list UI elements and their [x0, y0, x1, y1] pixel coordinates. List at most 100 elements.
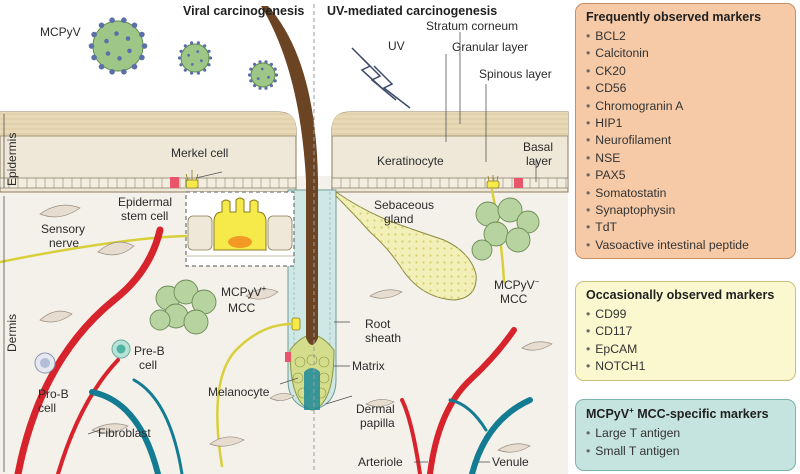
- dermal-papilla-label-1: Dermal: [356, 402, 395, 416]
- virion-spike: [260, 67, 264, 71]
- merkel-cell-right-icon: [486, 175, 500, 189]
- sensory-nerve-label-1: Sensory: [41, 222, 85, 236]
- epidermis-side-label: Epidermis: [5, 133, 19, 186]
- virion-spike: [249, 67, 253, 71]
- occasional-markers-title: Occasionally observed markers: [586, 288, 775, 302]
- frequent-marker-item: CK20: [586, 63, 785, 80]
- basal-layer: [0, 177, 569, 189]
- pro-b-cell-icon: [34, 352, 56, 374]
- virion-spike: [267, 75, 270, 79]
- frequent-marker-item: Neurofilament: [586, 132, 785, 149]
- virion-spike: [131, 63, 138, 70]
- frequent-marker-item: Calcitonin: [586, 45, 785, 62]
- keratinocyte-label: Keratinocyte: [377, 154, 444, 168]
- virion-spike: [179, 63, 183, 67]
- specific-markers-list: Large T antigenSmall T antigen: [586, 425, 785, 460]
- granular-layer-label: Granular layer: [452, 40, 528, 54]
- pre-b-cell-label-2: cell: [139, 358, 157, 372]
- frequent-marker-item: NSE: [586, 150, 785, 167]
- venule-label: Venule: [492, 455, 529, 469]
- frequent-marker-item: HIP1: [586, 115, 785, 132]
- virion-spike: [98, 22, 105, 29]
- virion-spike: [274, 73, 279, 77]
- virion-capsid: [92, 20, 144, 72]
- virion-spike: [253, 84, 257, 88]
- frequent-marker-item: BCL2: [586, 28, 785, 45]
- stem-cell-right-shape: [514, 178, 523, 188]
- virion-spike: [105, 51, 111, 56]
- virion-spike: [104, 38, 109, 44]
- virion-capsid: [250, 62, 276, 88]
- pro-b-cell-label-1: Pro-B: [38, 387, 69, 401]
- frequent-marker-item: Vasoactive intestinal peptide: [586, 237, 785, 254]
- virion-spike: [109, 17, 115, 24]
- virion-spike: [200, 59, 203, 63]
- mcpyv-positive-mcc-label-2: MCC: [228, 301, 256, 315]
- virion-spike: [264, 60, 268, 64]
- virion-spike: [121, 69, 127, 75]
- merkel-cell-inset: [185, 191, 295, 267]
- dermal-papilla-label-2: papilla: [360, 416, 395, 430]
- root-sheath-label-1: Root: [365, 317, 391, 331]
- mcpyv-label: MCPyV: [40, 25, 81, 39]
- virion-spike: [190, 41, 194, 45]
- frequent-marker-item: Chromogranin A: [586, 98, 785, 115]
- sebaceous-gland-label-2: gland: [384, 212, 413, 226]
- virion-spike: [179, 49, 183, 53]
- hair-shaft: [261, 6, 318, 345]
- leader-lines: [87, 32, 537, 463]
- virion-spike: [121, 17, 127, 24]
- frequent-marker-item: TdT: [586, 219, 785, 236]
- right-epidermis: [331, 111, 569, 193]
- virion-spike: [139, 54, 145, 61]
- uv-label: UV: [388, 39, 405, 53]
- virion-spike: [88, 43, 95, 49]
- specific-marker-item: Large T antigen: [586, 425, 785, 442]
- virion-spike: [264, 86, 268, 90]
- virion-spike: [196, 50, 200, 53]
- mcpyv-negative-mcc-label-2: MCC: [500, 292, 528, 306]
- occasional-marker-item: CD99: [586, 306, 785, 323]
- specific-marker-item: Small T antigen: [586, 443, 785, 460]
- mcpyv-negative-mcc-label-1: MCPyV−: [494, 277, 540, 292]
- stratum-corneum-label: Stratum corneum: [426, 19, 518, 33]
- virion-spike: [207, 49, 211, 53]
- dermal-papilla: [304, 368, 320, 410]
- viral-carcinogenesis-title: Viral carcinogenesis: [183, 4, 304, 18]
- sebaceous-gland-label-1: Sebaceous: [374, 198, 434, 212]
- pre-b-cell-icon: [111, 339, 131, 359]
- virion-spike: [269, 62, 273, 66]
- virion-spike: [253, 62, 257, 66]
- frequent-marker-item: CD56: [586, 80, 785, 97]
- uv-carcinogenesis-title: UV-mediated carcinogenesis: [327, 4, 497, 18]
- virion-spike: [258, 86, 262, 90]
- virion-spike: [196, 41, 200, 45]
- virion-spike: [196, 71, 200, 75]
- virion-spike: [249, 79, 253, 83]
- pro-b-cell-label-2: cell: [38, 401, 56, 415]
- merkel-cell-label: Merkel cell: [171, 146, 228, 160]
- fibroblasts: [39, 204, 553, 453]
- occasional-marker-item: CD117: [586, 323, 785, 340]
- spinous-layer-label: Spinous layer: [479, 67, 552, 81]
- frequent-marker-item: PAX5: [586, 167, 785, 184]
- root-sheath-label-2: sheath: [365, 331, 401, 345]
- epidermal-stem-cell-label-1: Epidermal: [118, 195, 172, 209]
- basal-layer-label-1: Basal: [523, 140, 553, 154]
- mcpyv-positive-mcc-label-1: MCPyV+: [221, 284, 267, 299]
- virion-spike: [109, 69, 115, 75]
- virion-spike: [183, 44, 187, 48]
- virion-spike: [247, 73, 252, 77]
- mcpyv-virions: [88, 17, 279, 90]
- virion-spike: [131, 22, 138, 29]
- arteriole-label: Arteriole: [358, 455, 403, 469]
- virion-spike: [114, 31, 119, 36]
- epidermal-stem-cell-label-2: stem cell: [121, 209, 168, 223]
- uv-rays-icon: [351, 47, 411, 109]
- fibroblast-label: Fibroblast: [98, 426, 151, 440]
- virion-spike: [127, 48, 132, 54]
- virion-spike: [207, 63, 211, 67]
- virion-spike: [117, 56, 122, 61]
- pre-b-cell-label-1: Pre-B: [134, 344, 165, 358]
